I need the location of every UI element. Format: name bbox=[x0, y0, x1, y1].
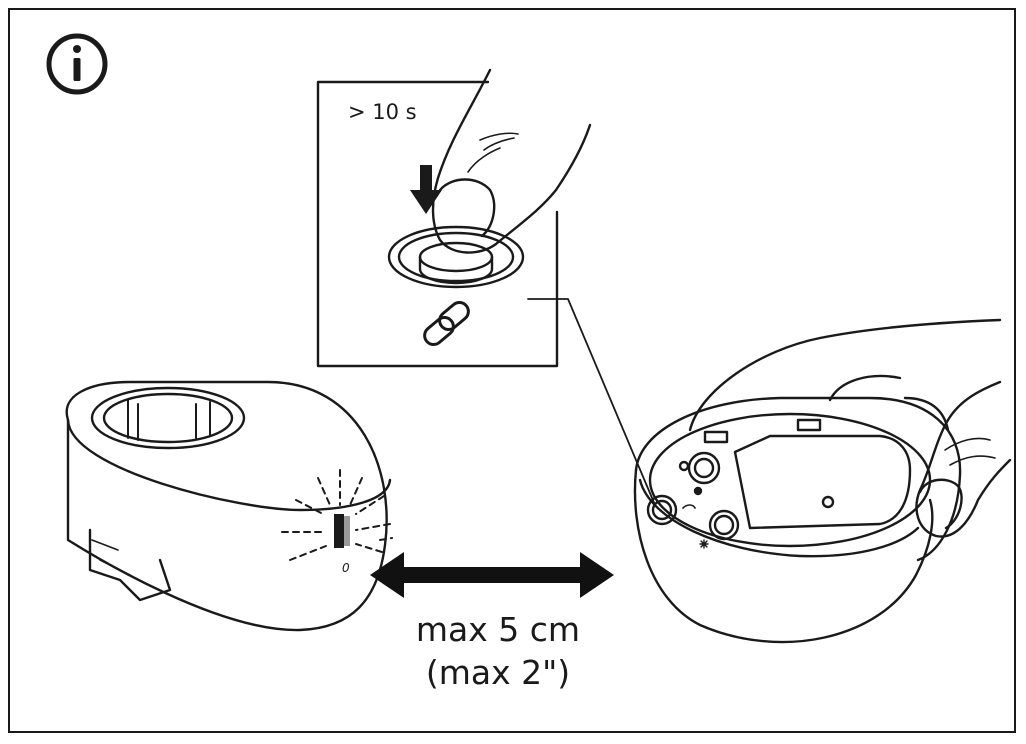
distance-metric-label: max 5 cm bbox=[416, 610, 580, 649]
press-down-arrow bbox=[410, 165, 442, 214]
illustration-frame bbox=[8, 8, 1016, 733]
remote-control bbox=[633, 318, 1012, 644]
smart-plug bbox=[65, 380, 393, 632]
detail-inset bbox=[316, 68, 656, 506]
distance-double-arrow bbox=[370, 552, 614, 598]
info-circle-icon bbox=[46, 33, 108, 95]
distance-imperial-label: (max 2") bbox=[426, 653, 570, 692]
plug-indicator-label: 0 bbox=[342, 561, 350, 575]
press-duration-label: > 10 s bbox=[348, 100, 417, 124]
chain-link-icon bbox=[423, 301, 470, 346]
